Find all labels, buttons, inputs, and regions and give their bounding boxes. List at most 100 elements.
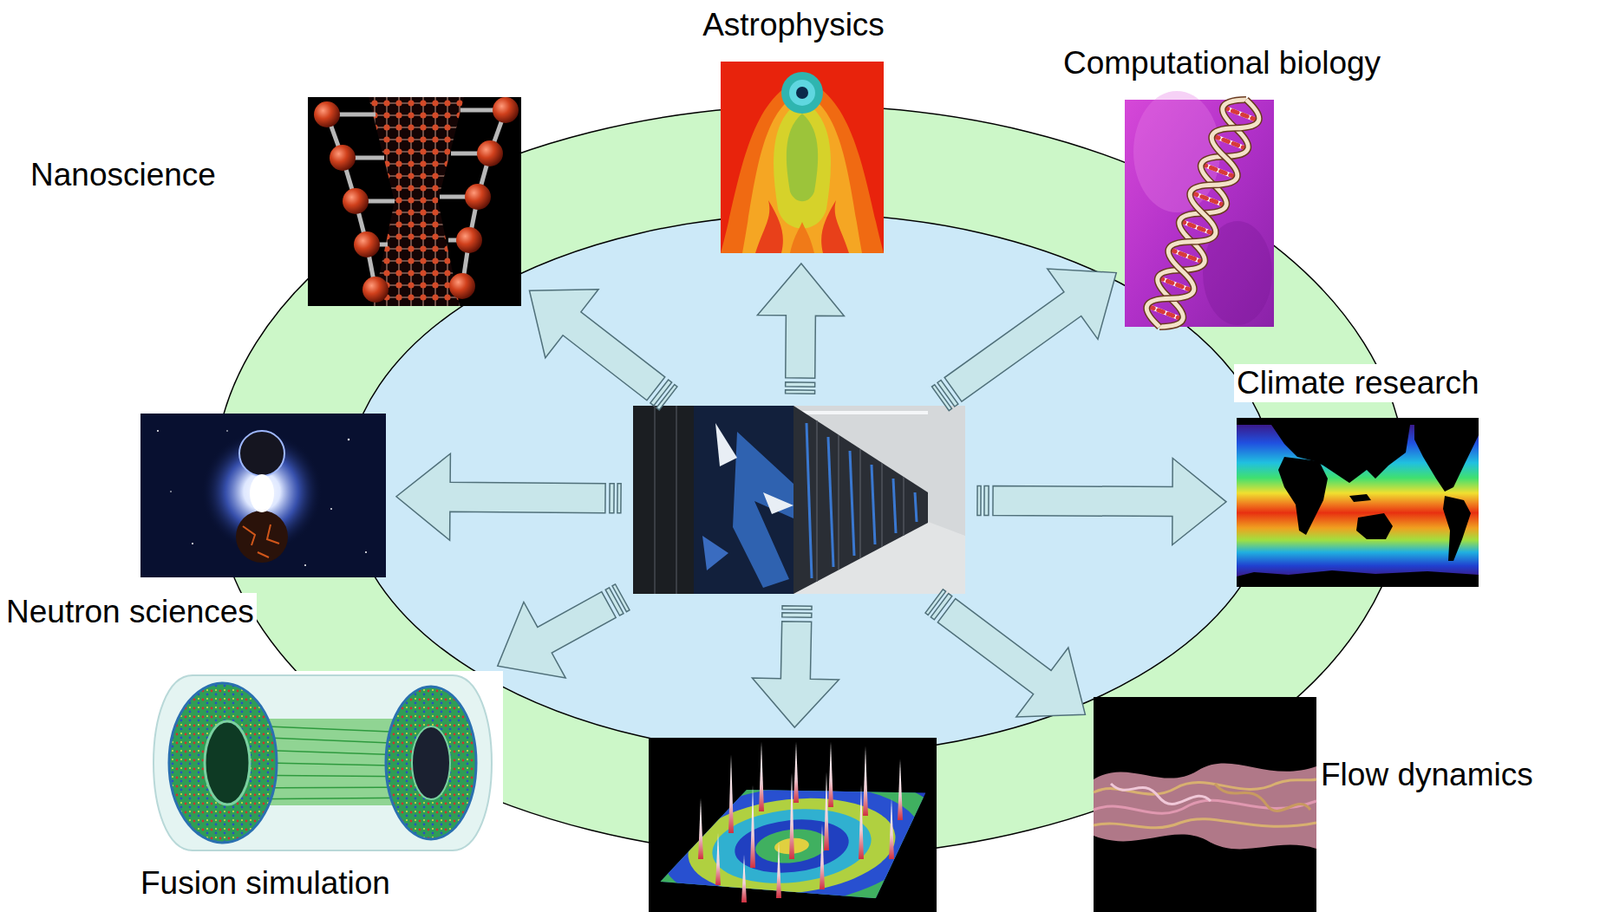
arrow-tail-stripe bbox=[617, 483, 621, 514]
ocean-temperature-map bbox=[1414, 424, 1479, 492]
supercomputer-photo bbox=[633, 405, 966, 595]
neutron-star-picture bbox=[191, 542, 194, 545]
astrophysics-picture bbox=[720, 61, 884, 254]
nanotube-picture bbox=[362, 276, 389, 303]
block-arrow bbox=[396, 453, 621, 541]
arrow-tail-stripe bbox=[930, 594, 952, 621]
tokamak-picture bbox=[411, 726, 451, 800]
wave-field-picture bbox=[698, 742, 903, 903]
wave-field-picture bbox=[593, 737, 991, 912]
ocean-temperature-map bbox=[1356, 513, 1393, 540]
field-label: Flow dynamics bbox=[1318, 756, 1536, 795]
arrow-tail-stripe bbox=[785, 390, 816, 394]
tokamak-picture bbox=[140, 671, 503, 856]
field-label: Nanoscience bbox=[27, 156, 219, 195]
supercomputer-photo bbox=[702, 535, 729, 571]
nanotube-picture bbox=[449, 273, 476, 300]
arrow-body bbox=[992, 458, 1227, 546]
nanotube-picture bbox=[464, 183, 491, 210]
field-label: Astrophysics bbox=[699, 6, 888, 45]
astrophysics-picture bbox=[755, 200, 784, 254]
astrophysics-picture bbox=[720, 61, 884, 254]
neutron-star-picture bbox=[140, 413, 386, 578]
supercomputer-photo bbox=[763, 492, 794, 515]
turbulence-picture bbox=[1093, 800, 1317, 814]
arrow-tail-stripe bbox=[782, 606, 812, 611]
field-label: Computational biology bbox=[1060, 44, 1384, 83]
wave-field-picture bbox=[698, 798, 704, 860]
tokamak-picture bbox=[153, 675, 492, 851]
field-label: Neutron sciences bbox=[3, 593, 257, 632]
arrow-body bbox=[944, 268, 1117, 402]
neutron-star-picture bbox=[347, 438, 350, 441]
wave-field-picture bbox=[758, 742, 765, 812]
block-arrow bbox=[528, 289, 677, 411]
dna-picture bbox=[1133, 91, 1221, 213]
ocean-temperature-map bbox=[1278, 457, 1328, 536]
dna-picture bbox=[1146, 99, 1260, 327]
neutron-star-picture bbox=[242, 524, 280, 558]
supercomputer-photo bbox=[871, 464, 876, 545]
block-arrow bbox=[751, 606, 839, 728]
nanotube-picture bbox=[329, 144, 356, 171]
neutron-star-picture bbox=[169, 490, 172, 493]
wave-field-picture bbox=[793, 742, 799, 804]
neutron-star-picture bbox=[365, 551, 367, 554]
tokamak-picture bbox=[385, 686, 477, 840]
turbulence-picture bbox=[1214, 783, 1311, 811]
nanotube-picture bbox=[326, 110, 506, 290]
wave-field-picture bbox=[628, 759, 954, 912]
block-arrow bbox=[977, 458, 1227, 546]
image-panel: Neutron sciences bbox=[140, 413, 386, 578]
supercomputer-photo bbox=[675, 405, 678, 595]
ocean-temperature-map bbox=[1236, 424, 1479, 588]
turbulence-picture bbox=[1093, 697, 1317, 912]
ocean-temperature-map bbox=[1443, 496, 1471, 562]
astrophysics-picture bbox=[742, 91, 863, 254]
image-panel bbox=[648, 737, 937, 912]
image-panel: Fusion simulation bbox=[140, 671, 503, 856]
image-panel: Climate research bbox=[1236, 417, 1479, 588]
turbulence-picture bbox=[1093, 779, 1317, 795]
astrophysics-picture bbox=[720, 78, 884, 254]
wave-field-picture bbox=[888, 798, 895, 860]
supercomputer-photo bbox=[693, 405, 794, 595]
astrophysics-picture bbox=[789, 79, 816, 106]
neutron-star-picture bbox=[330, 508, 333, 510]
arrow-tail-stripe bbox=[605, 587, 624, 616]
wave-field-picture bbox=[715, 833, 721, 886]
wave-field-picture bbox=[593, 740, 991, 912]
neutron-star-picture bbox=[235, 510, 288, 563]
image-panel: Flow dynamics bbox=[1093, 697, 1317, 912]
supercomputer-photo bbox=[793, 405, 928, 595]
neutron-star-picture bbox=[249, 474, 275, 513]
nanotube-picture bbox=[353, 231, 380, 258]
nanotube-picture bbox=[456, 227, 483, 254]
neutron-star-picture bbox=[226, 430, 229, 432]
astrophysics-picture bbox=[796, 86, 809, 99]
arrow-body bbox=[751, 621, 839, 728]
arrow-body bbox=[396, 453, 606, 541]
nanotube-picture bbox=[313, 97, 519, 303]
supercomputer-photo bbox=[849, 450, 855, 556]
astrophysics-picture bbox=[786, 113, 818, 202]
ocean-temperature-map bbox=[1236, 424, 1479, 577]
wave-field-picture bbox=[728, 755, 734, 834]
wave-field-picture bbox=[897, 759, 903, 821]
tokamak-picture bbox=[204, 721, 250, 805]
arrow-body bbox=[528, 289, 665, 401]
arrow-body bbox=[937, 599, 1085, 718]
image-panel bbox=[633, 405, 966, 595]
nanotube-picture bbox=[313, 101, 340, 128]
turbulence-picture bbox=[1093, 763, 1317, 849]
ocean-temperature-map bbox=[1349, 494, 1372, 503]
turbulence-picture bbox=[1110, 783, 1211, 805]
wave-field-picture bbox=[789, 772, 795, 860]
supercomputer-photo bbox=[633, 405, 966, 595]
supercomputer-photo bbox=[859, 449, 862, 559]
arrow-tail-stripe bbox=[609, 483, 614, 514]
wave-field-picture bbox=[741, 855, 747, 903]
supercomputer-photo bbox=[816, 420, 904, 582]
wave-field-picture bbox=[776, 842, 782, 899]
